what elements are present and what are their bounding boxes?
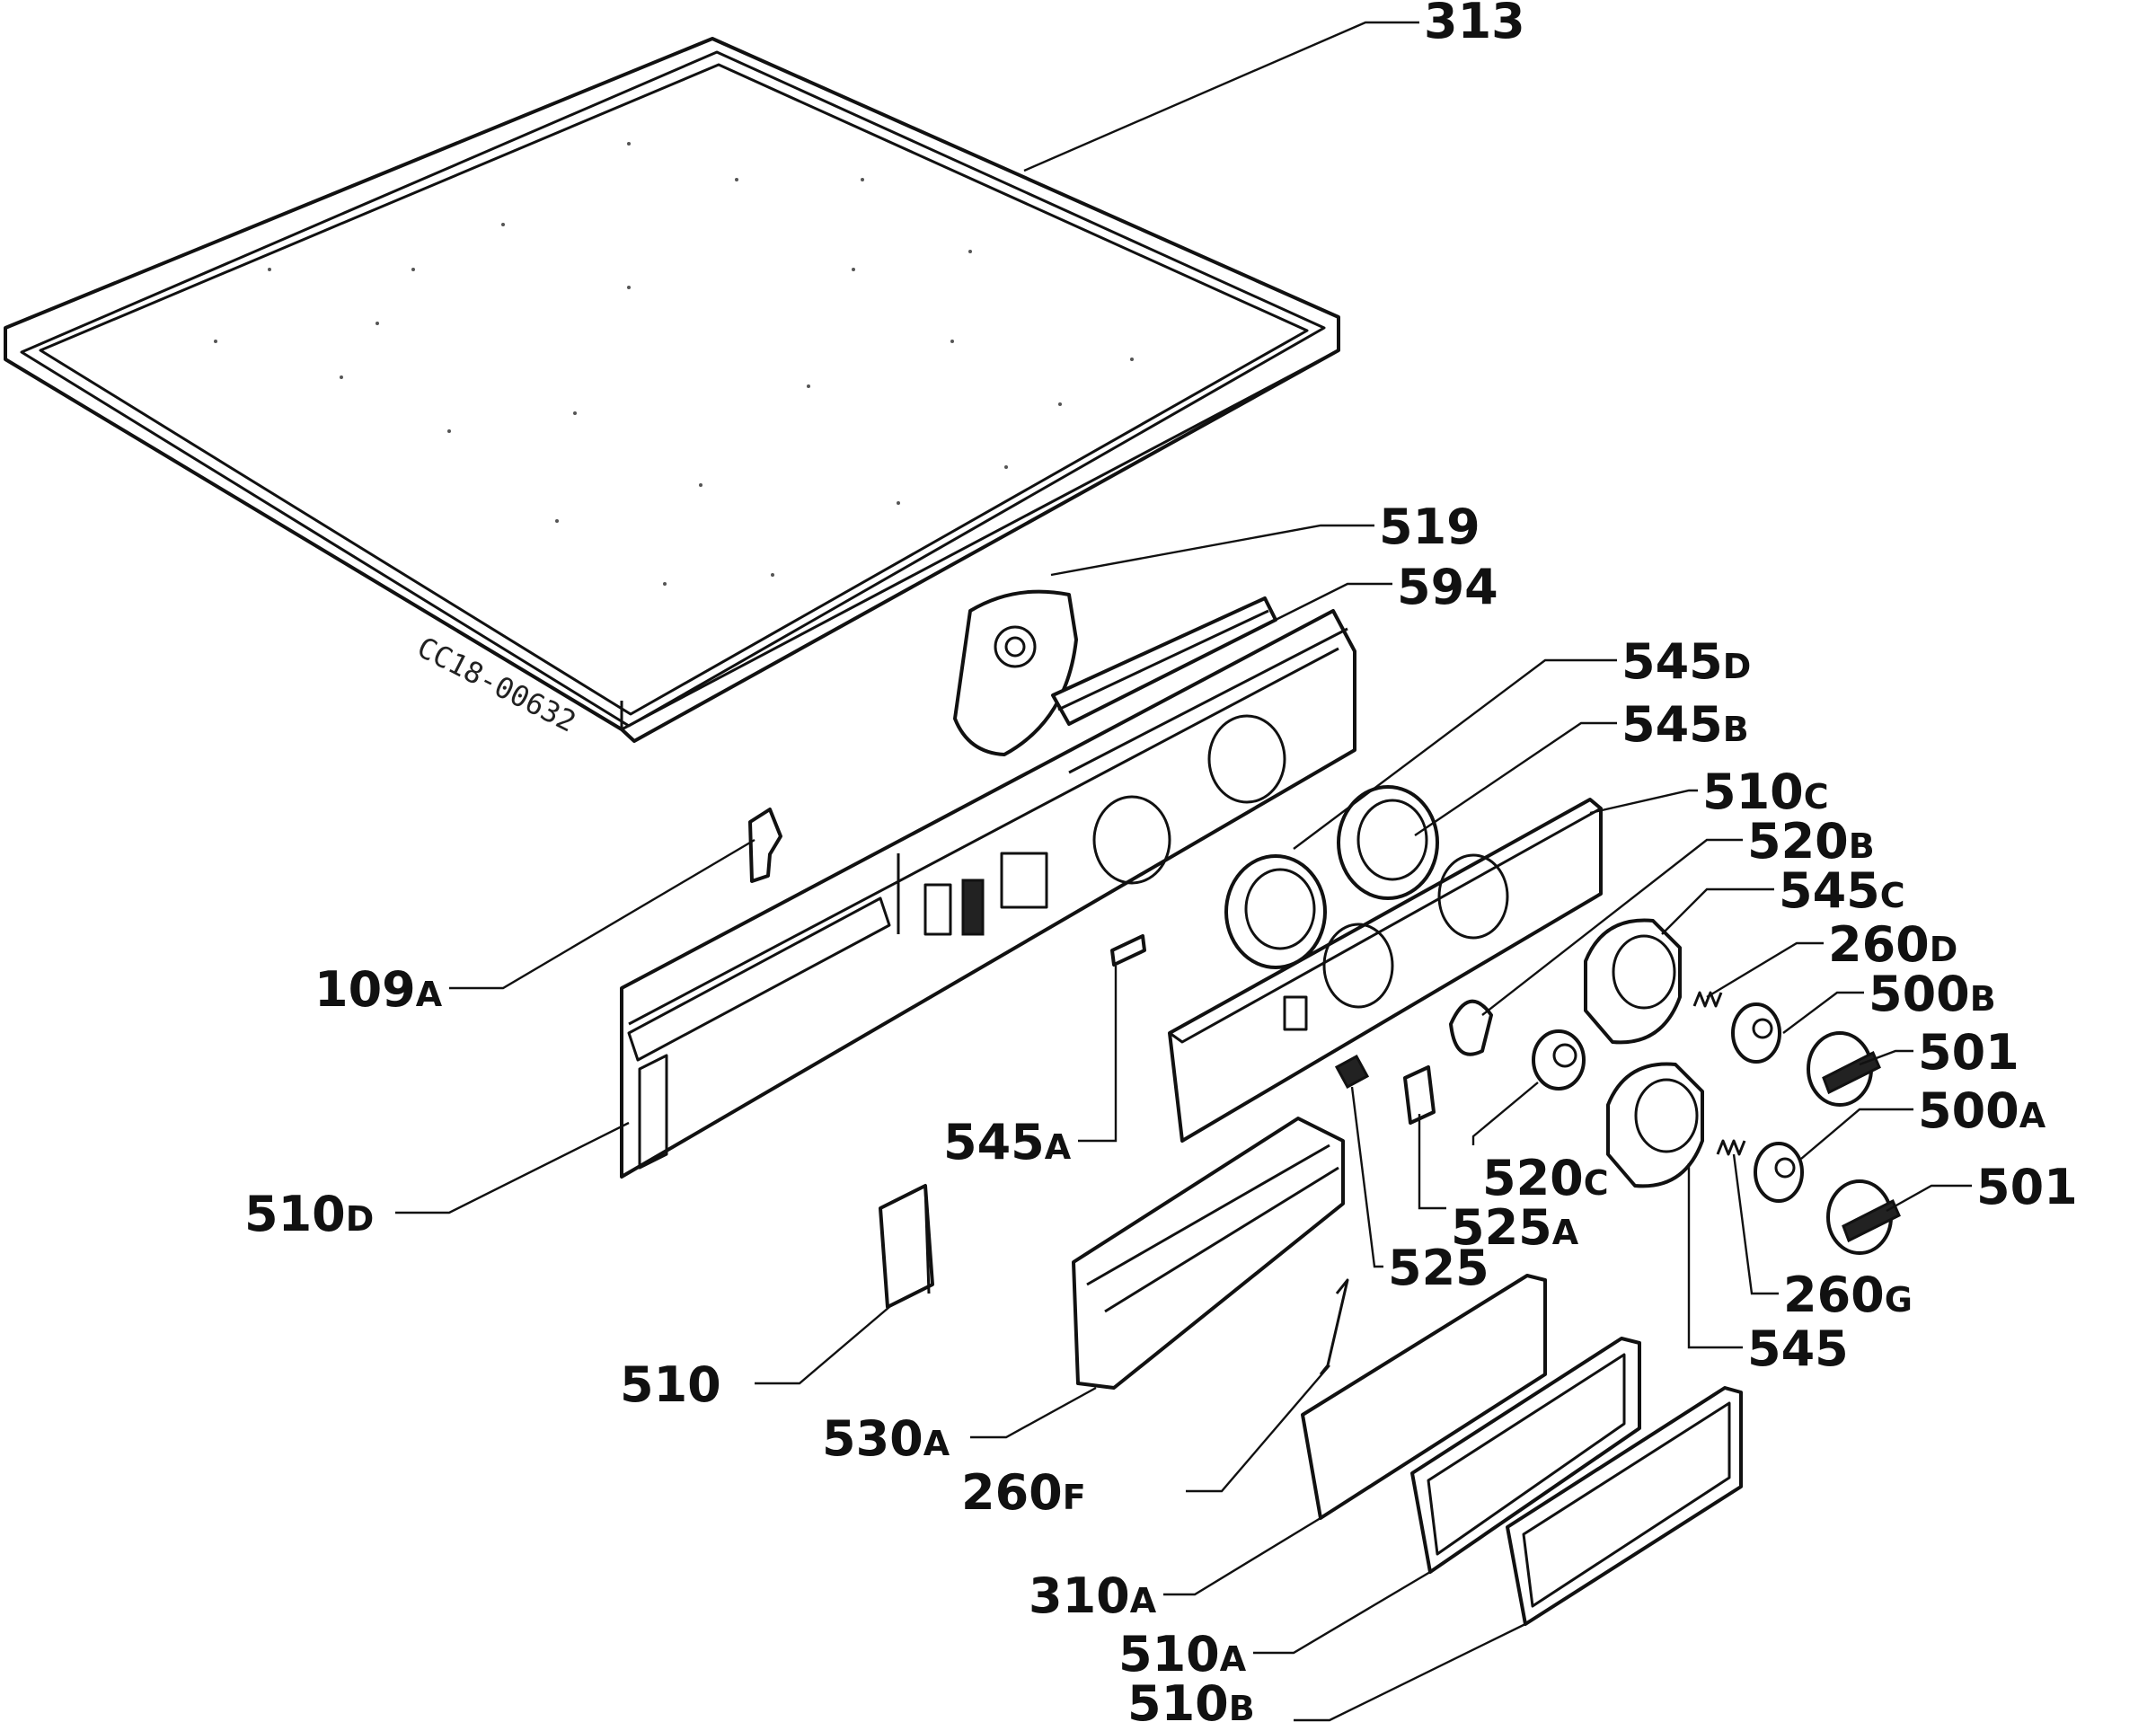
part-519-switch: [953, 589, 1078, 756]
callout-500A: 500A: [1918, 1082, 2046, 1139]
part-500B-insert: [1731, 1002, 1781, 1064]
part-545D-bezel: [1224, 854, 1327, 969]
part-520B-ring: [1449, 999, 1493, 1056]
callout-500B: 500B: [1869, 966, 1996, 1022]
part-510B-panel: [1506, 1386, 1743, 1626]
callout-545: 545: [1747, 1320, 1849, 1377]
callout-501-lower: 501: [1976, 1159, 2078, 1215]
part-545-housing: [1606, 1062, 1704, 1188]
part-313-top-lid: [4, 37, 1340, 743]
callout-510: 510: [620, 1356, 721, 1413]
callout-545C: 545C: [1779, 862, 1905, 919]
callout-510C: 510C: [1702, 764, 1829, 820]
part-545C-housing: [1584, 918, 1682, 1045]
part-510D-control-panel: [620, 609, 1356, 1179]
callout-510B: 510B: [1127, 1675, 1255, 1722]
callout-525A: 525A: [1451, 1199, 1579, 1256]
part-510C-fascia: [1168, 798, 1603, 1143]
part-310A-cover: [1301, 1274, 1547, 1520]
lid-texture: [214, 142, 1134, 586]
callout-510D: 510D: [244, 1186, 374, 1242]
callout-310A: 310A: [1029, 1567, 1157, 1624]
callout-545B: 545B: [1621, 696, 1749, 753]
part-545B-bezel: [1337, 785, 1439, 900]
callout-260D: 260D: [1828, 916, 1957, 973]
callout-520B: 520B: [1747, 813, 1875, 870]
callout-520C: 520C: [1482, 1150, 1609, 1206]
part-525A-cap: [1403, 1065, 1436, 1125]
callout-501-upper: 501: [1918, 1024, 2019, 1081]
callout-545D: 545D: [1621, 633, 1751, 690]
part-260D-spring: [1692, 991, 1723, 1008]
callout-313: 313: [1424, 0, 1525, 49]
callout-519: 519: [1379, 499, 1480, 555]
part-530A-drawer: [1072, 1117, 1345, 1390]
callout-109A: 109A: [314, 961, 443, 1018]
part-109A-latch: [748, 808, 782, 883]
part-510-block: [879, 1184, 934, 1309]
part-500A-insert: [1754, 1142, 1804, 1203]
callout-labels: 313 519 594 545D 545B 510C 520B 545C 260…: [244, 0, 2078, 1722]
part-545A-clip: [1110, 934, 1146, 967]
part-510A-panel: [1410, 1337, 1641, 1574]
callout-530A: 530A: [822, 1410, 950, 1467]
part-260G-spring: [1716, 1139, 1746, 1156]
leader-lines: [395, 21, 1972, 1722]
callout-594: 594: [1397, 559, 1498, 615]
part-520C-knob: [1532, 1029, 1586, 1091]
callout-510A: 510A: [1118, 1626, 1247, 1682]
callout-260F: 260F: [961, 1464, 1086, 1521]
part-501-knob-lower: [1826, 1179, 1901, 1255]
part-525-lamp: [1334, 1054, 1370, 1090]
callout-260G: 260G: [1783, 1267, 1913, 1323]
callout-545A: 545A: [943, 1114, 1072, 1170]
part-501-knob-upper: [1807, 1031, 1881, 1107]
callout-525: 525: [1388, 1240, 1489, 1296]
part-260F-clip: [1319, 1278, 1349, 1375]
